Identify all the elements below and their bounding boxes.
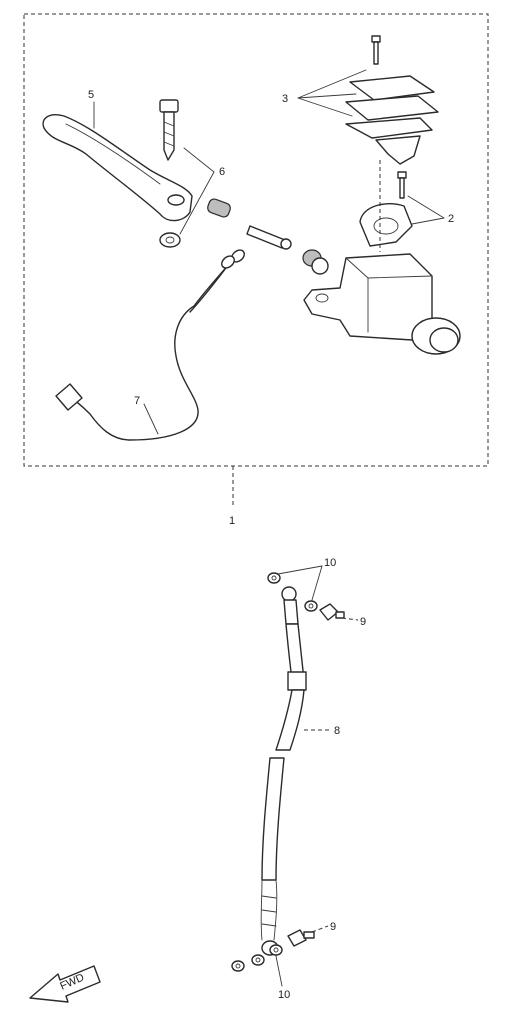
switch-boot (302, 249, 329, 275)
forward-arrow-icon: FWD (29, 965, 101, 1003)
washer-top-leader-b (311, 565, 323, 601)
callout-2: 2 (448, 213, 454, 225)
wire-leader (143, 403, 159, 435)
washer-top-leader-a (277, 565, 323, 575)
assembly-group-box (23, 13, 489, 467)
washer-bottom-leader (275, 955, 283, 987)
callout-9-top: 9 (360, 616, 366, 628)
union-bolt-bottom (287, 929, 315, 947)
pivot-leader-a (183, 147, 215, 173)
cap-leader-a (297, 69, 367, 99)
callout-1: 1 (229, 515, 235, 527)
bolt-top-leader (341, 617, 359, 621)
cap-leader-c (297, 97, 353, 117)
washers-bottom (231, 944, 283, 972)
pivot-leader-b (179, 171, 215, 235)
clamp-leader-a (407, 195, 445, 219)
clamp-leader-b (411, 217, 445, 225)
callout-10-bottom: 10 (278, 989, 290, 1001)
pivot-nut (159, 232, 181, 248)
callout-9-bottom: 9 (330, 921, 336, 933)
union-bolt-top (319, 603, 345, 621)
handlebar-clamp (359, 203, 413, 247)
callout-7: 7 (134, 395, 140, 407)
callout-5: 5 (88, 89, 94, 101)
pivot-bolt (159, 99, 179, 161)
brake-hose (260, 586, 307, 956)
brake-lever (42, 114, 193, 222)
cap-leader-b (297, 93, 357, 99)
clamp-bolt (397, 171, 407, 199)
master-cylinder (303, 253, 461, 355)
callout-3: 3 (282, 93, 288, 105)
brake-switch (246, 225, 292, 250)
callout-8: 8 (334, 725, 340, 737)
lever-bushing (207, 198, 231, 218)
callout-10-top: 10 (324, 557, 336, 569)
bolt-bottom-leader (311, 925, 329, 933)
switch-wire (55, 249, 245, 441)
callout-6: 6 (219, 166, 225, 178)
reservoir-cap (345, 35, 439, 165)
washers-top (267, 572, 318, 612)
